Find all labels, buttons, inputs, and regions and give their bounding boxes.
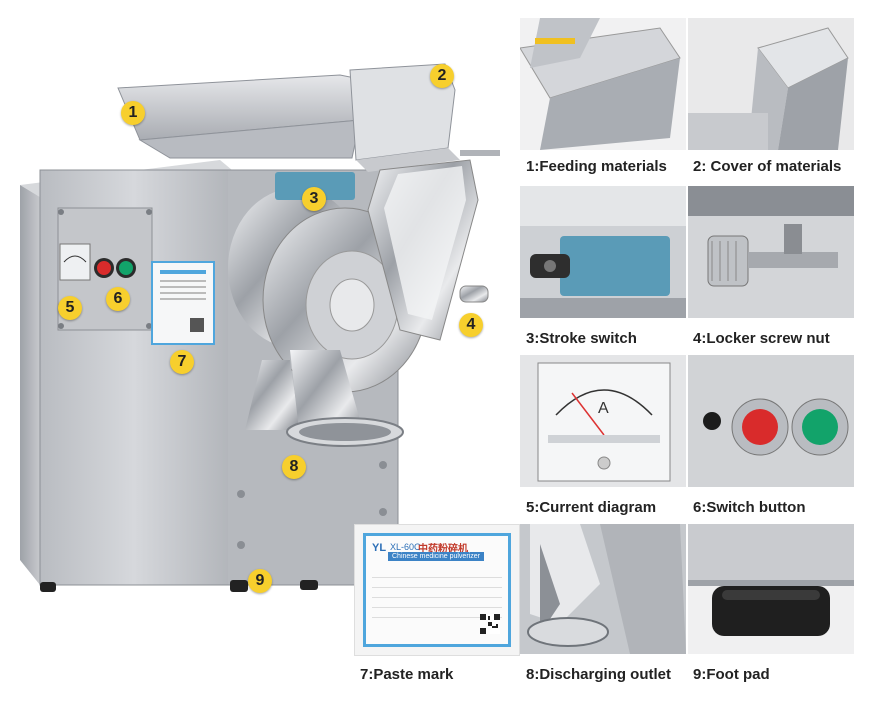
- callout-badge: 7: [170, 350, 194, 374]
- nameplate-model: XL-60C: [390, 542, 421, 552]
- feature-caption: 6:Switch button: [693, 499, 806, 516]
- feature-photo-foot-pad: [688, 524, 854, 654]
- callout-badge: 4: [459, 313, 483, 337]
- feature-photo-discharge: [520, 524, 686, 654]
- feature-caption: 9:Foot pad: [693, 666, 770, 683]
- feature-photo-stroke-switch: [520, 186, 686, 318]
- feature-photo-cover: [688, 18, 854, 150]
- nameplate-title: 中药粉碎机: [418, 544, 468, 555]
- machine-photo: [20, 63, 500, 592]
- feature-photo-nameplate: YL XL-60C 中药粉碎机 Chinese medicine pulveri…: [354, 524, 520, 656]
- feature-photo-switch-buttons: [688, 355, 854, 487]
- nameplate-card: YL XL-60C 中药粉碎机 Chinese medicine pulveri…: [363, 533, 511, 647]
- feature-caption: 1:Feeding materials: [526, 158, 667, 175]
- feature-caption: 4:Locker screw nut: [693, 330, 830, 347]
- feature-photo-ammeter: A: [520, 355, 686, 487]
- callout-badge: 3: [302, 187, 326, 211]
- feature-caption: 2: Cover of materials: [693, 158, 842, 175]
- callout-badge: 9: [248, 569, 272, 593]
- feature-photo-locker-nut: [688, 186, 854, 318]
- feature-caption: 3:Stroke switch: [526, 330, 637, 347]
- feature-caption: 8:Discharging outlet: [526, 666, 672, 683]
- callout-badge: 8: [282, 455, 306, 479]
- callout-badge: 1: [121, 101, 145, 125]
- callout-badge: 6: [106, 287, 130, 311]
- feature-caption: 5:Current diagram: [526, 499, 657, 516]
- feature-caption: 7:Paste mark: [360, 666, 454, 683]
- ammeter-unit: A: [598, 400, 609, 417]
- qr-code-icon: [480, 614, 500, 634]
- nameplate-subtitle: Chinese medicine pulverizer: [388, 552, 484, 561]
- feature-photo-feeding: [520, 18, 686, 150]
- nameplate-logo: YL: [372, 542, 387, 554]
- callout-badge: 2: [430, 64, 454, 88]
- nameplate-spec-rows: [372, 568, 502, 618]
- callout-badge: 5: [58, 296, 82, 320]
